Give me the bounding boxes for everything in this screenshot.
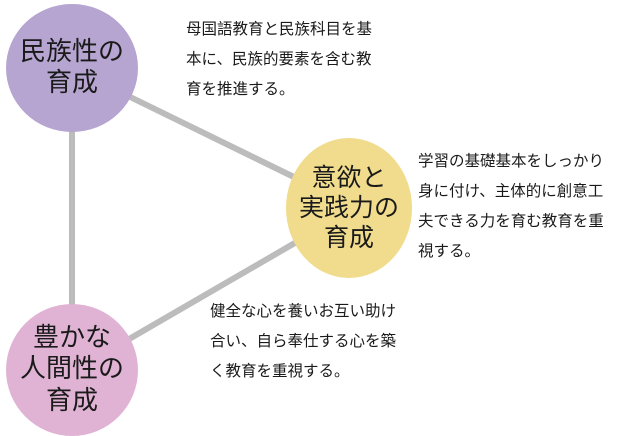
description-ethnic-identity: 母国語教育と民族科目を基 本に、民族的要素を含む教 育を推進する。 — [186, 14, 372, 104]
edge-motivation-humanity — [121, 237, 303, 345]
edge-ethnic-motivation — [117, 89, 303, 183]
description-line: く教育を重視する。 — [210, 362, 350, 380]
node-label-line: 育成 — [323, 223, 374, 252]
node-label-line: 育成 — [45, 385, 98, 416]
description-line: 母国語教育と民族科目を基 — [186, 20, 373, 38]
node-label-line: 実践力の — [298, 193, 399, 222]
node-label-line: 人間性の — [19, 354, 124, 385]
node-label-line: 豊かな — [32, 323, 111, 354]
node-label-line: 民族性の — [19, 36, 124, 67]
node-ethnic-identity: 民族性の 育成 — [6, 4, 138, 132]
description-line: 健全な心を養いお互い助け — [210, 302, 397, 320]
description-line: 合い、自ら奉仕する心を築 — [210, 332, 397, 350]
node-rich-humanity: 豊かな 人間性の 育成 — [6, 304, 138, 436]
description-motivation-practice: 学習の基礎基本をしっかり 身に付け、主体的に創意工 夫できる力を育む教育を重 視… — [418, 146, 604, 266]
node-motivation-practice: 意欲と 実践力の 育成 — [286, 138, 412, 278]
description-rich-humanity: 健全な心を養いお互い助け 合い、自ら奉仕する心を築 く教育を重視する。 — [210, 296, 396, 386]
node-label-line: 意欲と — [311, 163, 387, 192]
description-line: 学習の基礎基本をしっかり — [418, 152, 605, 170]
description-line: 視する。 — [418, 242, 481, 260]
description-line: 育を推進する。 — [186, 80, 295, 98]
node-label-line: 育成 — [45, 68, 98, 98]
description-line: 身に付け、主体的に創意工 — [418, 182, 604, 200]
description-line: 本に、民族的要素を含む教 — [186, 50, 372, 68]
description-line: 夫できる力を育む教育を重 — [418, 212, 604, 230]
